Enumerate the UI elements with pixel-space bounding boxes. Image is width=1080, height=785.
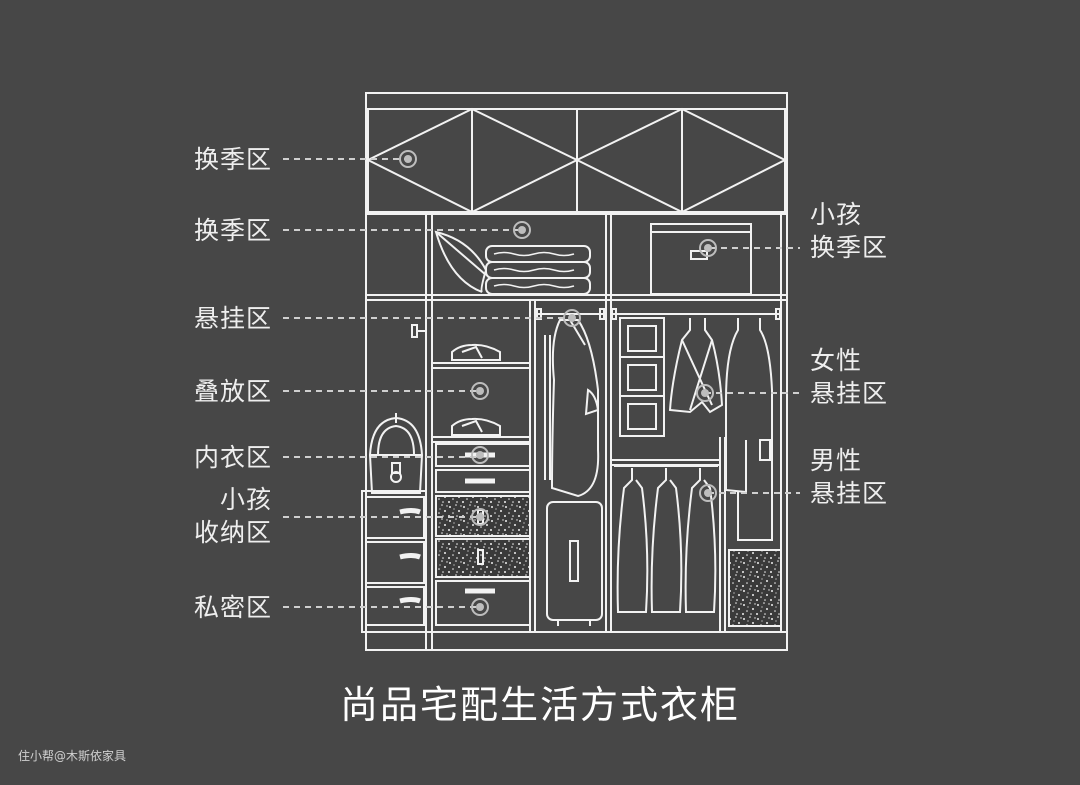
label-women-hanging: 女性悬挂区 xyxy=(810,346,889,408)
diagram-title: 尚品宅配生活方式衣柜 xyxy=(339,683,740,727)
zone-markers xyxy=(399,150,717,616)
door-handle xyxy=(411,324,426,338)
leader-lines xyxy=(283,158,800,608)
label-seasonal-top: 换季区 xyxy=(193,145,272,174)
marker-kids-seasonal xyxy=(699,239,717,257)
marker-men-hanging xyxy=(699,484,717,502)
top-seasonal-doors xyxy=(367,107,788,214)
long-coat-illustration xyxy=(550,319,600,498)
marker-underwear xyxy=(471,446,489,464)
handbag-illustration xyxy=(368,413,424,494)
hanging-rod-center xyxy=(536,308,605,480)
hanging-organizer xyxy=(619,317,665,437)
label-hanging: 悬挂区 xyxy=(193,304,272,333)
men-long-coats xyxy=(725,318,773,541)
folded-shirts xyxy=(451,343,501,436)
center-drawers xyxy=(435,443,531,626)
women-garments xyxy=(668,318,724,414)
marker-women-hanging xyxy=(696,384,714,402)
label-folding: 叠放区 xyxy=(193,377,272,406)
marker-hanging xyxy=(563,309,581,327)
storage-box xyxy=(650,223,752,295)
suitcase-illustration xyxy=(546,501,603,626)
men-shirts xyxy=(616,468,717,613)
towel-stack xyxy=(485,245,591,295)
hanging-rod-right xyxy=(611,308,781,320)
marker-kids-storage xyxy=(471,508,489,526)
marker-seasonal-top xyxy=(399,150,417,168)
marker-seasonal-middle xyxy=(513,221,531,239)
label-kids-storage: 小孩收纳区 xyxy=(193,485,272,547)
pillow-illustration xyxy=(434,230,488,293)
kids-drawer-unit xyxy=(361,490,427,633)
marker-folding xyxy=(471,382,489,400)
credit-watermark: 住小帮@木斯依家具 xyxy=(18,749,127,763)
label-seasonal-middle: 换季区 xyxy=(193,216,272,245)
label-kids-seasonal: 小孩换季区 xyxy=(810,200,889,262)
label-private: 私密区 xyxy=(193,593,272,622)
marker-private xyxy=(471,598,489,616)
shoe-box xyxy=(728,549,782,627)
label-men-hanging: 男性悬挂区 xyxy=(810,446,889,508)
label-underwear: 内衣区 xyxy=(193,443,272,472)
